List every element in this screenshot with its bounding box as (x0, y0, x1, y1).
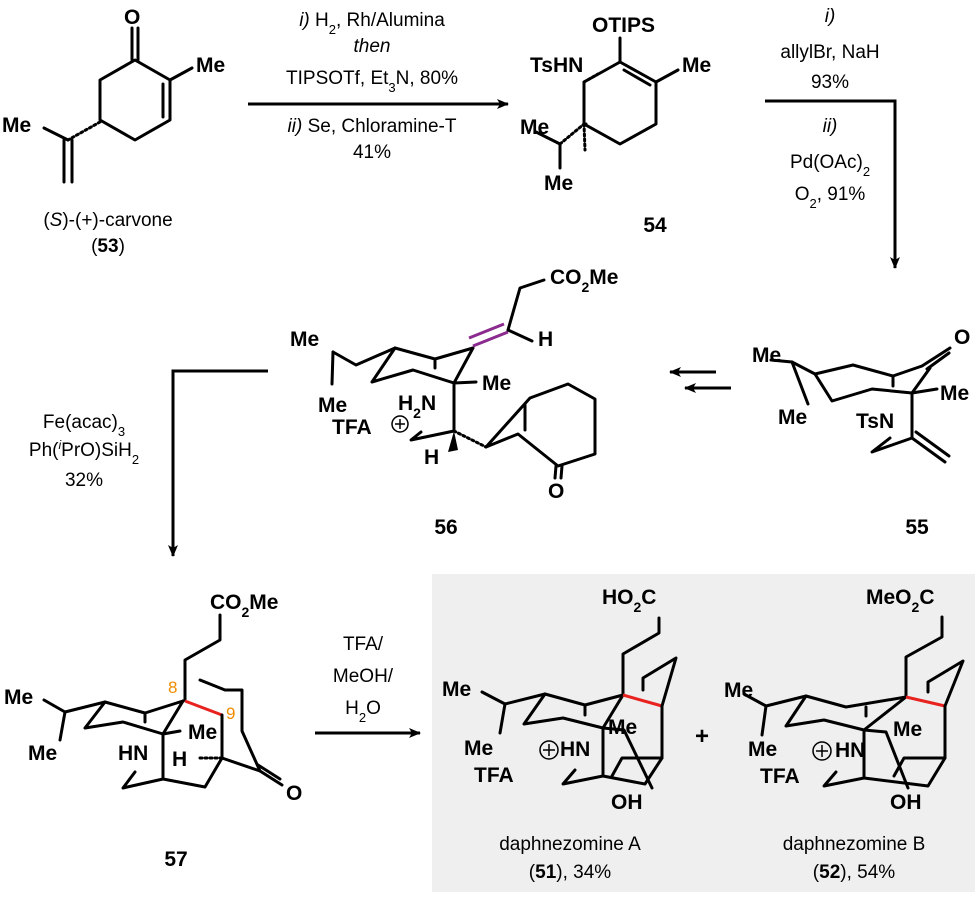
atom-label: HN (560, 738, 590, 761)
atom-label: TsN (856, 410, 894, 433)
compound-57-structure: CO2Me 8 9 Me Me Me HN H O (4, 591, 302, 805)
compound-56-label: 56 (434, 516, 457, 539)
positive-charge-icon (539, 740, 559, 760)
compound-55-structure: O Me Me Me TsN (752, 326, 970, 464)
atom-label: Me (2, 114, 31, 137)
compound-54-structure: OTIPS TsHN Me Me Me (520, 14, 711, 195)
atom-label: O (286, 782, 302, 805)
step5-line3: H2O (345, 698, 381, 725)
step2-line5: Pd(OAc)2 (790, 152, 870, 179)
atom-label: H2N (398, 392, 436, 421)
step2-line2: allylBr, NaH (780, 42, 879, 63)
compound-51-name: daphnezomine A (499, 834, 641, 855)
atom-label: HN (118, 742, 148, 765)
compound-54-label: 54 (643, 214, 667, 237)
compound-51-structure: HO2C Me Me Me HN TFA OH (442, 586, 678, 814)
reaction-arrow-2 (765, 99, 900, 269)
atom-label: O (548, 480, 564, 503)
atom-label: TFA (760, 765, 800, 788)
atom-label: Me (196, 54, 225, 77)
atom-label: Me (28, 742, 57, 765)
atom-label: Me (608, 716, 637, 739)
atom-label: Me (188, 721, 217, 744)
atom-label: Me (682, 54, 711, 77)
compound-52-label: (52), 54% (813, 862, 895, 883)
compound-55-label: 55 (905, 516, 929, 539)
positive-charge-icon (391, 415, 409, 433)
step1-line4: ii) Se, Chloramine-T (288, 116, 457, 137)
position-8-label: 8 (168, 678, 177, 697)
atom-label: H (172, 748, 187, 771)
step4-line2: Ph(iPrO)SiH2 (29, 438, 139, 467)
reaction-arrow-4 (168, 369, 268, 557)
compound-52-name: daphnezomine B (783, 834, 926, 855)
step5-line2: MeOH/ (333, 666, 394, 687)
atom-label: Me (893, 718, 922, 741)
step5-line1: TFA/ (343, 634, 384, 655)
atom-label: O (954, 326, 970, 349)
atom-label: Me (4, 686, 33, 709)
atom-label: Me (290, 328, 319, 351)
compound-53-label: (53) (91, 236, 125, 257)
step2-line4: ii) (823, 116, 838, 137)
atom-label: Me (520, 116, 549, 139)
atom-label: Me (442, 678, 471, 701)
step1-line1: i) H2, Rh/Alumina (299, 10, 445, 37)
step4-line1: Fe(acac)3 (43, 412, 125, 439)
atom-label: Me (724, 679, 753, 702)
atom-label: OTIPS (592, 14, 655, 37)
atom-label: OH (611, 791, 643, 814)
atom-label: CO2Me (210, 591, 278, 620)
atom-label: HO2C (602, 586, 656, 615)
step1-line5: 41% (353, 142, 391, 163)
atom-label: Me (778, 406, 807, 429)
compound-52-structure: MeO2C Me Me Me HN TFA OH (724, 586, 965, 814)
step2-line3: 93% (811, 72, 849, 93)
step1-line3: TIPSOTf, Et3N, 80% (286, 68, 458, 95)
atom-label: TFA (474, 764, 514, 787)
atom-label: Me (464, 737, 493, 760)
multistep-double-arrow (669, 367, 731, 393)
position-9-label: 9 (226, 704, 235, 723)
atom-label: Me (482, 372, 511, 395)
step4-line3: 32% (65, 470, 103, 491)
atom-label: Me (748, 738, 777, 761)
atom-label: MeO2C (866, 586, 934, 615)
atom-label: Me (752, 344, 781, 367)
atom-label: Me (544, 172, 573, 195)
atom-label: TsHN (530, 54, 583, 77)
atom-label: O (124, 6, 140, 29)
atom-label: CO2Me (550, 266, 618, 295)
atom-label: H (424, 446, 439, 469)
compound-51-label: (51), 34% (529, 862, 611, 883)
positive-charge-icon (812, 741, 832, 761)
atom-label: Me (318, 394, 347, 417)
step2-line1: i) (825, 6, 836, 27)
compound-53-structure: O Me Me (2, 6, 225, 184)
atom-label: H (538, 328, 553, 351)
atom-label: TFA (332, 416, 372, 439)
compound-56-structure: CO2Me H Me Me Me H2N TFA H O (290, 266, 618, 503)
atom-label: OH (890, 791, 922, 814)
compound-53-name: (S)-(+)-carvone (43, 210, 172, 231)
atom-label: Me (940, 382, 969, 405)
atom-label: HN (835, 739, 865, 762)
plus-sign: + (695, 723, 709, 750)
step1-line2: then (354, 36, 391, 57)
compound-57-label: 57 (164, 848, 187, 871)
step2-line6: O2, 91% (795, 184, 866, 211)
